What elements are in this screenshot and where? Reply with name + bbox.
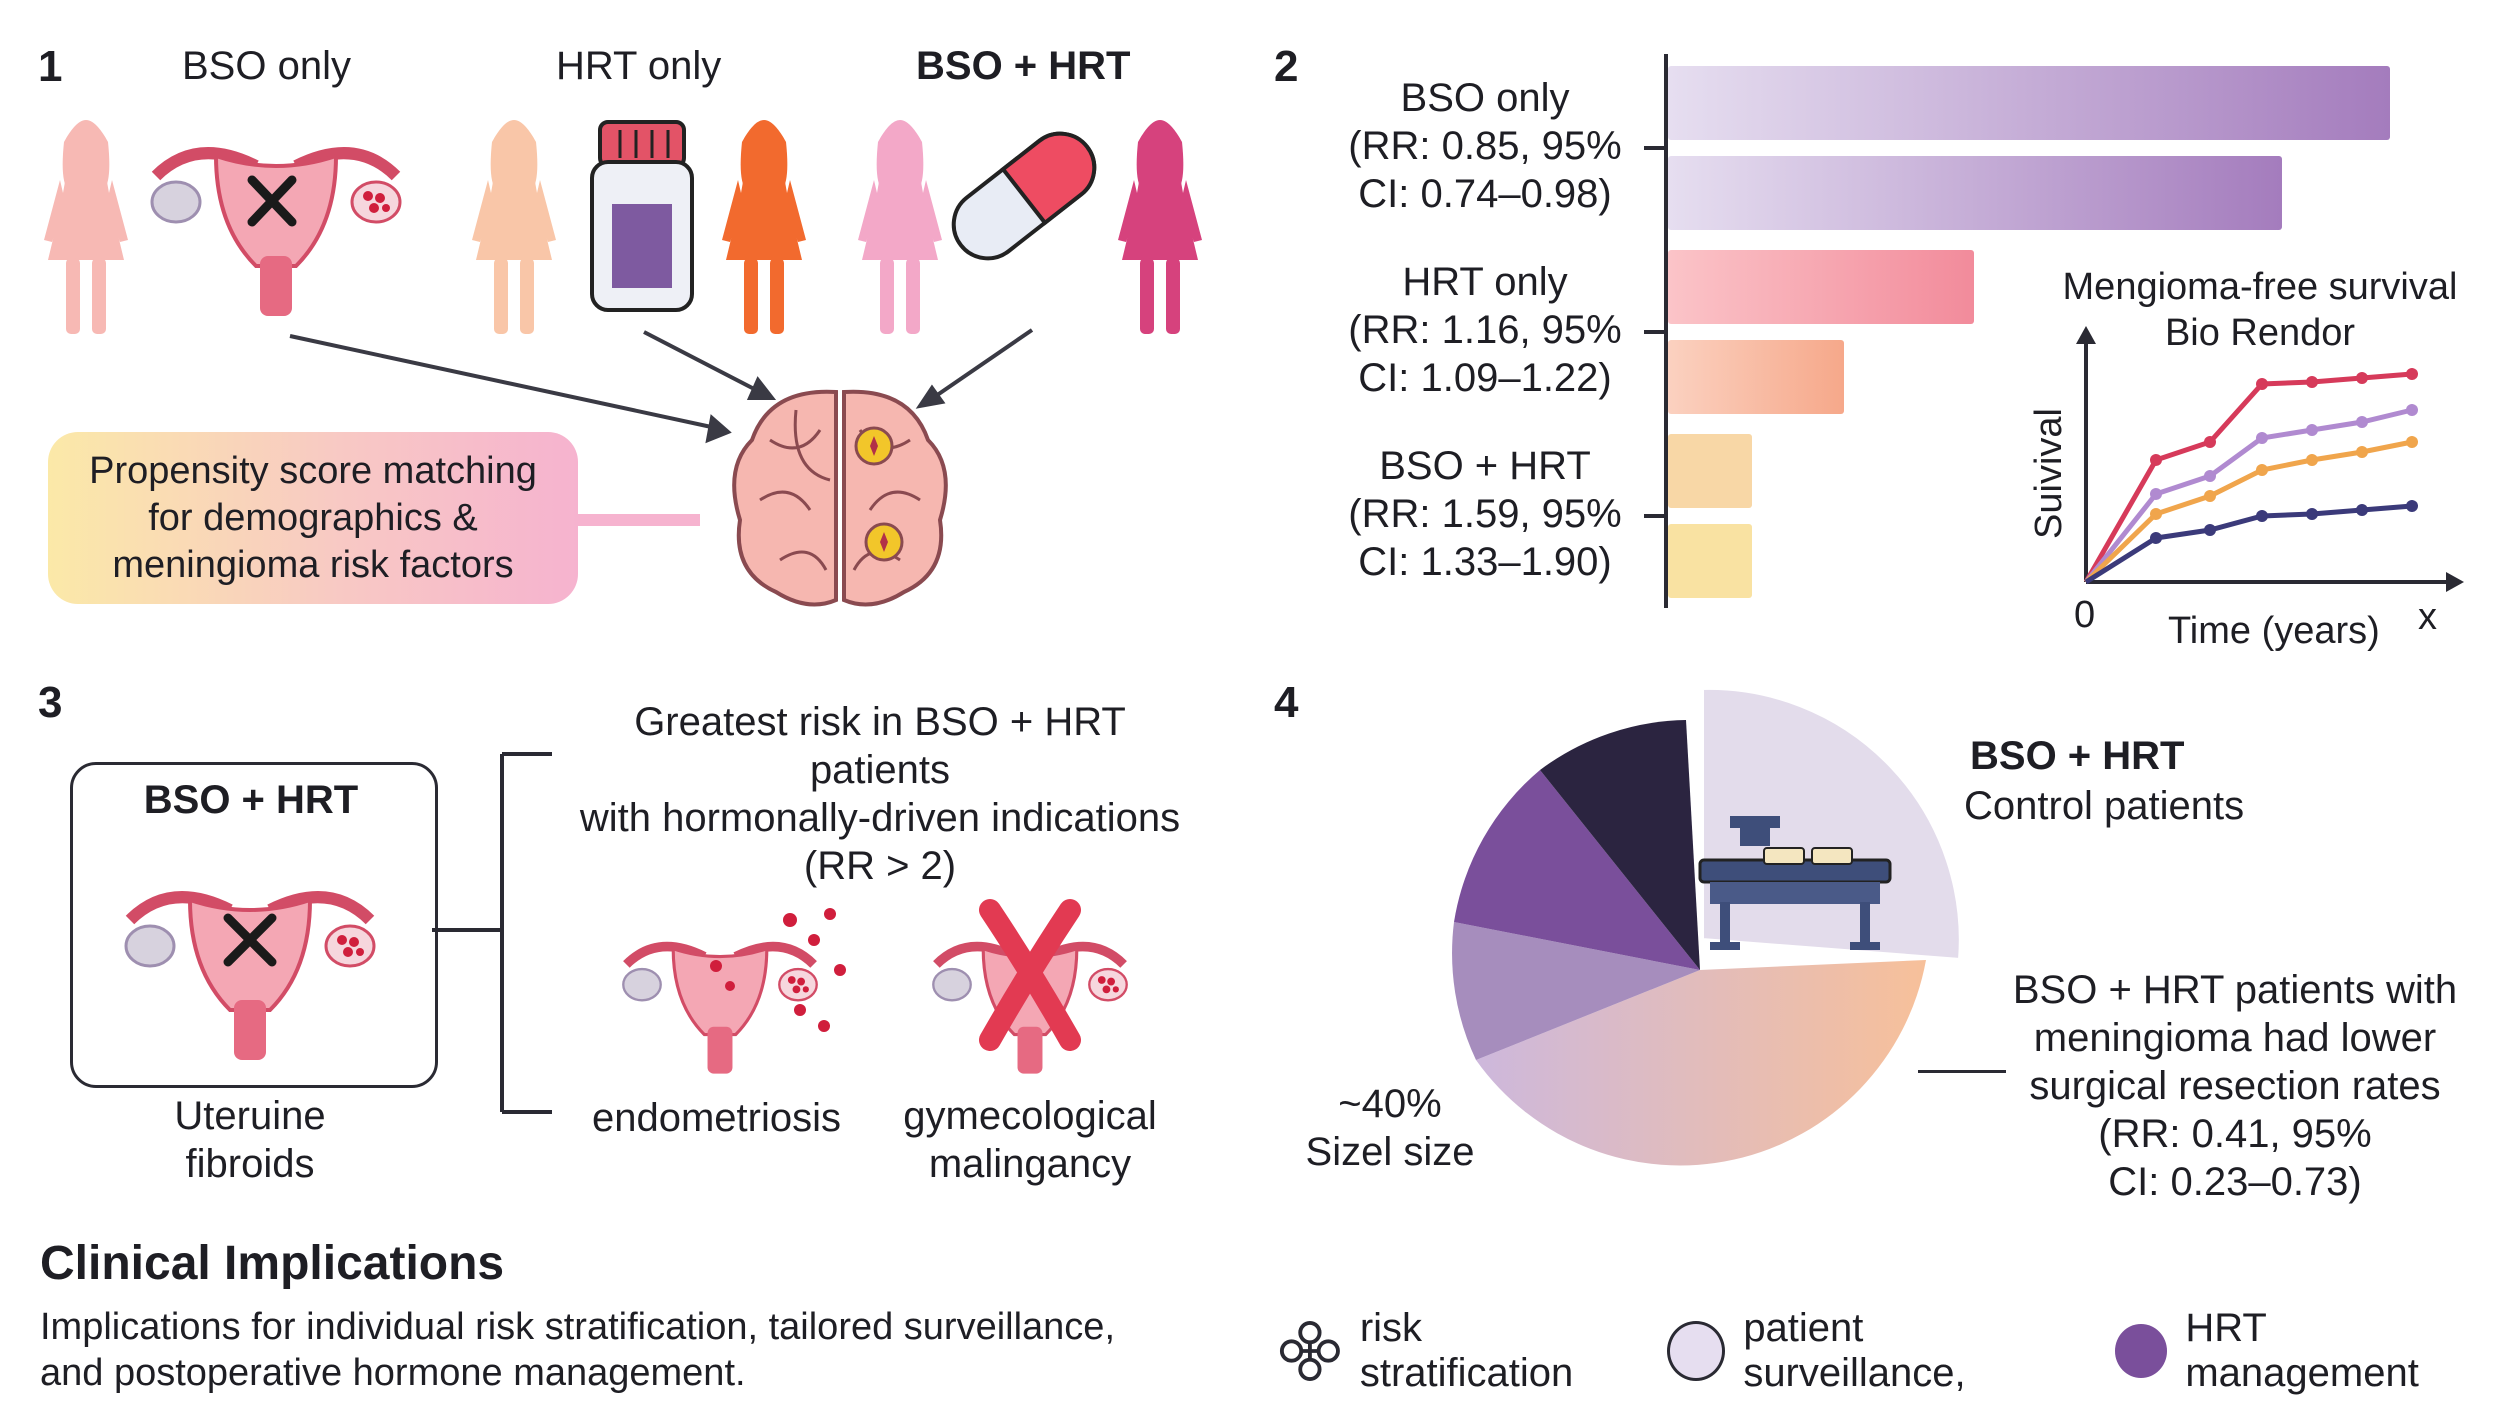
brain-icon (732, 389, 948, 607)
gyn-malignancy-label: gymecological malingancy (880, 1092, 1180, 1188)
pie-chart (1452, 685, 1963, 1166)
legend: risk stratification patient surveillance… (1278, 1306, 2500, 1396)
gyn-malignancy-line-1: gymecological (903, 1094, 1157, 1138)
implications-line-2: and postoperative hormone management. (40, 1352, 746, 1394)
bar-bso-only-2 (1668, 156, 2282, 230)
axis-tick-2 (1644, 330, 1666, 334)
implications-line-1: Implications for individual risk stratif… (40, 1306, 1116, 1348)
legend-label-patient-surveillance: patient surveillance, (1743, 1306, 1966, 1395)
pie-slice-dark (1540, 720, 1700, 970)
survival-title-line-2: Bio Rendor (2164, 312, 2356, 354)
pie-slice-light-purple (1452, 922, 1700, 1060)
rr-label-bso-hrt-line-3: CI: 1.33–1.90) (1358, 540, 1612, 584)
group-label-hrt-only: HRT only (556, 44, 722, 88)
network-icon (1279, 1321, 1340, 1381)
medicine-bottle-icon (590, 120, 694, 312)
panel-1-number: 1 (38, 42, 63, 91)
pct-label-line-1: ~40% (1338, 1082, 1442, 1126)
woman-icon-3 (722, 120, 806, 334)
rr-label-bso-only-line-1: BSO only (1400, 76, 1570, 120)
resection-line-4: (RR: 0.41, 95% (2098, 1112, 2372, 1156)
endometriosis-icon (580, 908, 846, 1080)
rr-label-bso-only: BSO only (RR: 0.85, 95% CI: 0.74–0.98) (1330, 74, 1640, 218)
pie-label-title: BSO + HRT (1970, 734, 2185, 778)
propensity-line-2: for demographics & (148, 496, 478, 539)
woman-icon-5 (1118, 120, 1202, 334)
survival-title: Mengioma-free survival Bio Rendor (2040, 264, 2480, 356)
group-label-bso-hrt: BSO + HRT (916, 44, 1131, 88)
panel-4-number: 4 (1274, 678, 1299, 727)
bracket-connector (432, 752, 552, 1114)
rr-label-bso-hrt-line-1: BSO + HRT (1379, 444, 1591, 488)
survival-title-line-1: Mengioma-free survival (2062, 266, 2458, 308)
legend-swatch-purple (2115, 1324, 2168, 1378)
rr-label-bso-hrt-line-2: (RR: 1.59, 95% (1348, 492, 1622, 536)
resection-line-3: surgical resection rates (2029, 1064, 2441, 1108)
propensity-box: Propensity score matching for demographi… (48, 432, 578, 604)
legend-label-risk-stratification: risk stratification (1359, 1306, 1574, 1395)
surgical-table-icon (1698, 816, 1892, 950)
resection-line-1: BSO + HRT patients with (2012, 968, 2458, 1012)
rr-label-hrt-only-line-1: HRT only (1402, 260, 1568, 304)
box-caption-line-2: fibroids (185, 1142, 315, 1186)
bso-hrt-box-title: BSO + HRT (143, 778, 359, 822)
rr-label-bso-only-line-3: CI: 0.74–0.98) (1358, 172, 1612, 216)
axis-tick-3 (1644, 514, 1666, 518)
bar-bso-hrt-1 (1668, 434, 1752, 508)
panel-1-illustration (44, 120, 1202, 607)
greatest-risk-text: Greatest risk in BSO + HRT patients with… (560, 698, 1200, 890)
axis-tick-1 (1644, 146, 1666, 150)
woman-icon-4 (858, 120, 942, 334)
resection-text: BSO + HRT patients with meningioma had l… (2000, 966, 2470, 1206)
survival-chart (2076, 326, 2464, 592)
uterus-icon-box (80, 830, 420, 1070)
bar-bso-hrt-2 (1668, 524, 1752, 598)
bar-hrt-only-1 (1668, 250, 1974, 324)
legend-item-hrt-management: HRT management (2115, 1306, 2500, 1396)
rr-label-bso-only-line-2: (RR: 0.85, 95% (1348, 124, 1622, 168)
bar-hrt-only-2 (1668, 340, 1844, 414)
resection-connector (1918, 1070, 2006, 1073)
legend-swatch-light (1667, 1321, 1726, 1381)
pie-slice-large (1476, 960, 1926, 1166)
resection-line-5: CI: 0.23–0.73) (2108, 1160, 2362, 1204)
survival-x-label: Time (years) (2168, 610, 2380, 652)
box-caption: Uteruine fibroids (100, 1092, 400, 1188)
rr-label-hrt-only-line-3: CI: 1.09–1.22) (1358, 356, 1612, 400)
endometriosis-label: endometriosis (592, 1096, 842, 1140)
survival-x-end-label: x (2418, 596, 2437, 638)
propensity-line-1: Propensity score matching (89, 449, 537, 492)
resection-line-2: meningioma had lower (2033, 1016, 2437, 1060)
uterus-icon-1 (152, 153, 400, 316)
gynecological-malignancy-icon (900, 899, 1160, 1080)
legend-item-risk-stratification: risk stratification (1278, 1306, 1637, 1396)
box-caption-line-1: Uteruine (174, 1094, 326, 1138)
survival-origin-label: 0 (2074, 594, 2096, 636)
implications-title: Clinical Implications (40, 1237, 505, 1290)
legend-item-patient-surveillance: patient surveillance, (1667, 1306, 2085, 1396)
rr-label-hrt-only: HRT only (RR: 1.16, 95% CI: 1.09–1.22) (1330, 258, 1640, 402)
legend-label-hrt-management: HRT management (2185, 1306, 2419, 1395)
woman-icon-1 (44, 120, 128, 334)
woman-icon-2 (472, 120, 556, 334)
panel-2-number: 2 (1274, 42, 1299, 91)
group-label-bso-only: BSO only (182, 44, 351, 88)
panel-3-number: 3 (38, 678, 63, 727)
bar-bso-only-1 (1668, 66, 2390, 140)
propensity-line-3: meningioma risk factors (112, 543, 514, 586)
bar-axis (1664, 54, 1668, 608)
greatest-risk-line-2: with hormonally-driven indications (579, 796, 1181, 840)
implications-text: Implications for individual risk stratif… (40, 1304, 1115, 1396)
rr-label-bso-hrt: BSO + HRT (RR: 1.59, 95% CI: 1.33–1.90) (1330, 442, 1640, 586)
pct-label: ~40% Sizel size (1290, 1080, 1490, 1176)
greatest-risk-line-3: (RR > 2) (803, 844, 957, 888)
gyn-malignancy-line-2: malingancy (928, 1142, 1132, 1186)
pct-label-line-2: Sizel size (1305, 1130, 1475, 1174)
pie-slice-purple (1454, 770, 1700, 970)
greatest-risk-line-1: Greatest risk in BSO + HRT patients (634, 700, 1126, 792)
capsule-icon (951, 131, 1097, 261)
cross-icon-1 (247, 175, 297, 227)
pie-label-sub: Control patients (1964, 784, 2245, 828)
rr-label-hrt-only-line-2: (RR: 1.16, 95% (1348, 308, 1622, 352)
